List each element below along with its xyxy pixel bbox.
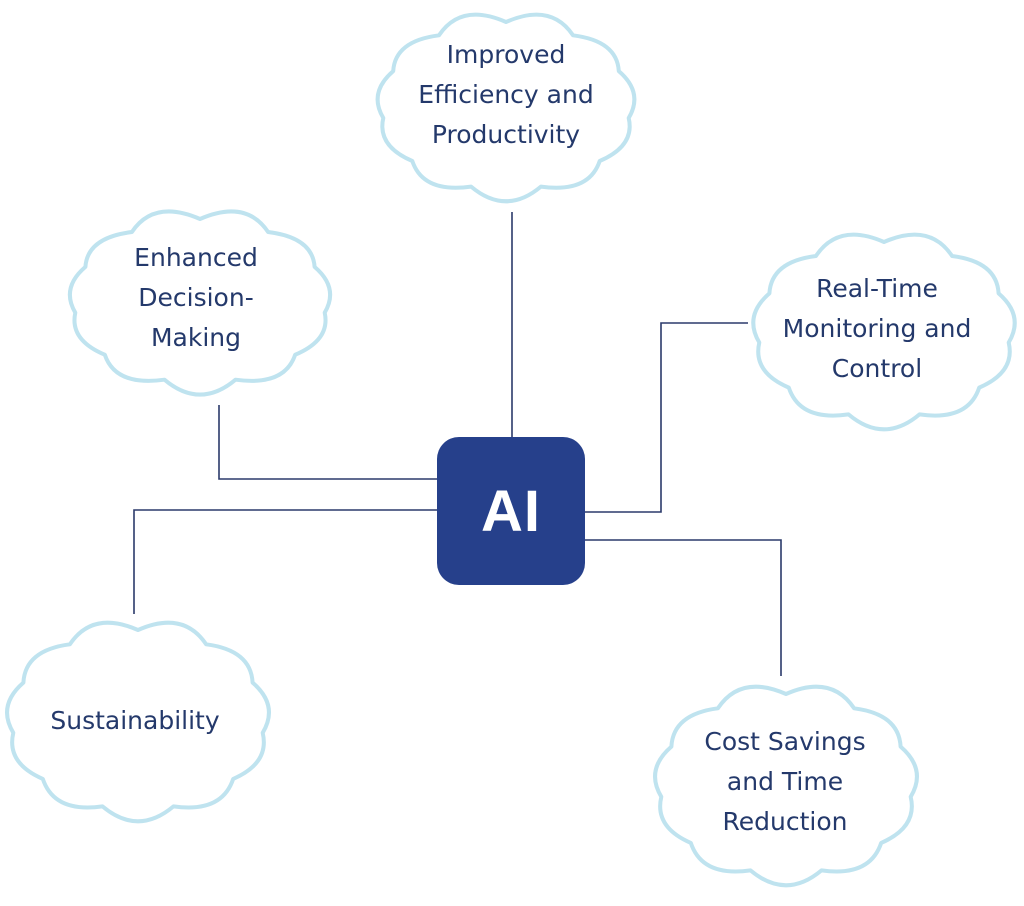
node-label-line: and Time (726, 767, 844, 796)
connector-sustainability (133, 509, 437, 614)
node-label-line: Enhanced (134, 243, 258, 272)
node-label-line: Making (150, 323, 242, 352)
cloud-sustainability-outline (5, 620, 271, 824)
connector-monitoring (585, 322, 748, 513)
node-label-line: Decision- (138, 283, 254, 312)
node-label-line: Real-Time (816, 274, 938, 303)
ai-hub-box: AI (437, 437, 585, 585)
node-label-line: Efficiency and (418, 80, 594, 109)
node-label-efficiency: Improved Efficiency and Productivity (418, 35, 593, 155)
connector-cost (585, 539, 782, 676)
node-label-line: Monitoring and (782, 314, 972, 343)
cloud-efficiency (375, 12, 637, 204)
node-label-line: Improved (446, 40, 566, 69)
node-label-sustainability: Sustainability (50, 701, 219, 741)
cloud-decision (67, 209, 333, 397)
node-label-line: Reduction (722, 807, 848, 836)
node-label-cost: Cost Savings and Time Reduction (704, 722, 865, 842)
node-label-line: Cost Savings (704, 727, 866, 756)
node-label-decision: Enhanced Decision- Making (134, 238, 258, 358)
cloud-efficiency-outline (375, 12, 637, 204)
node-label-line: Productivity (431, 120, 581, 149)
node-label-line: Sustainability (50, 706, 220, 735)
cloud-cost-outline (653, 684, 919, 888)
cloud-cost (653, 684, 919, 888)
node-label-line: Control (831, 354, 923, 383)
cloud-monitoring-outline (751, 232, 1017, 432)
cloud-decision-outline (67, 209, 333, 397)
ai-hub-label: AI (481, 478, 541, 544)
node-label-monitoring: Real-Time Monitoring and Control (783, 269, 972, 389)
cloud-sustainability (5, 620, 271, 824)
cloud-monitoring (751, 232, 1017, 432)
connector-decision (218, 405, 437, 480)
